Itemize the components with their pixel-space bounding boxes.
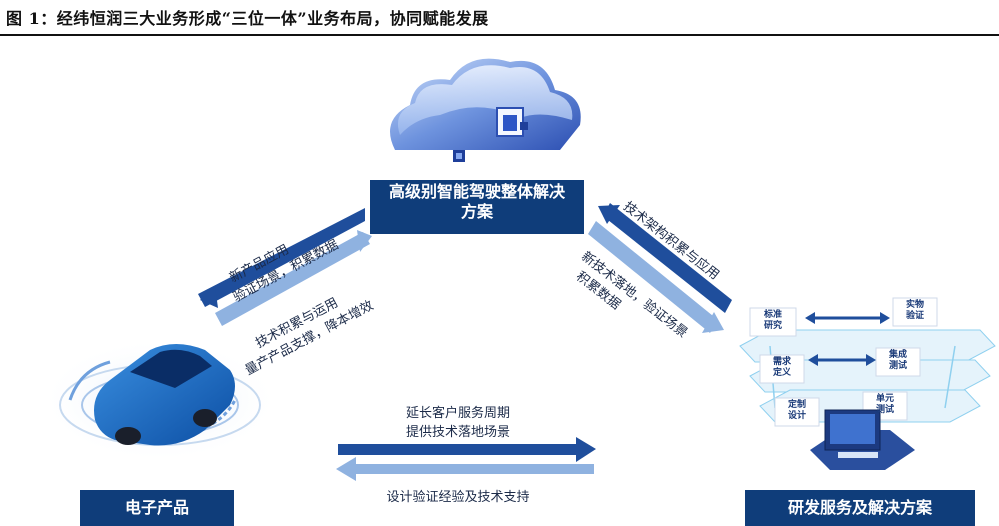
arrow-right-to-left — [336, 457, 594, 481]
computer-icon — [810, 409, 915, 470]
arrow-standard-physical — [805, 312, 890, 324]
car-icon — [40, 338, 280, 462]
step-requirement: 需求 定义 — [772, 357, 791, 378]
cloud-icon — [390, 58, 581, 162]
step-standard: 标准 研究 — [763, 310, 782, 331]
step-design: 定制 设计 — [787, 400, 806, 421]
edge-text-line: 延长客户服务周期 — [405, 406, 510, 421]
node-right-label: 研发服务及解决方案 — [745, 490, 975, 526]
step-integration: 集成 测试 — [888, 350, 907, 371]
node-top-line2: 方案 — [460, 202, 493, 221]
arrow-requirement-integration — [808, 354, 876, 366]
step-unit: 单元 测试 — [875, 394, 894, 415]
title-rule — [0, 34, 999, 36]
step-box-integration — [875, 347, 921, 377]
arrow-left-to-top — [215, 230, 372, 326]
step-box-standard — [749, 307, 797, 337]
edge-text-line: 提供技术落地场景 — [405, 425, 510, 440]
node-top-label: 高级别智能驾驶整体解决 方案 — [370, 180, 584, 234]
step-box-requirement — [759, 354, 805, 384]
step-box-physical — [892, 297, 938, 327]
figure-title: 图 1：经纬恒润三大业务形成“三位一体”业务布局，协同赋能发展 — [6, 9, 489, 28]
arrow-top-to-left — [198, 208, 365, 308]
arrow-right-to-top — [598, 203, 732, 313]
edge-bottom-upper: 延长客户服务周期 提供技术落地场景 — [388, 402, 528, 440]
edge-bottom-lower: 设计验证经验及技术支持 — [372, 486, 544, 505]
arrow-left-to-right — [338, 437, 596, 462]
edge-text-line: 设计验证经验及技术支持 — [386, 490, 530, 505]
process-diagram — [739, 297, 996, 470]
arrow-top-to-right — [588, 221, 724, 333]
node-left-label: 电子产品 — [80, 490, 234, 526]
step-physical: 实物 验证 — [905, 300, 924, 321]
node-top-line1: 高级别智能驾驶整体解决 — [388, 182, 565, 201]
step-box-design — [774, 397, 820, 427]
